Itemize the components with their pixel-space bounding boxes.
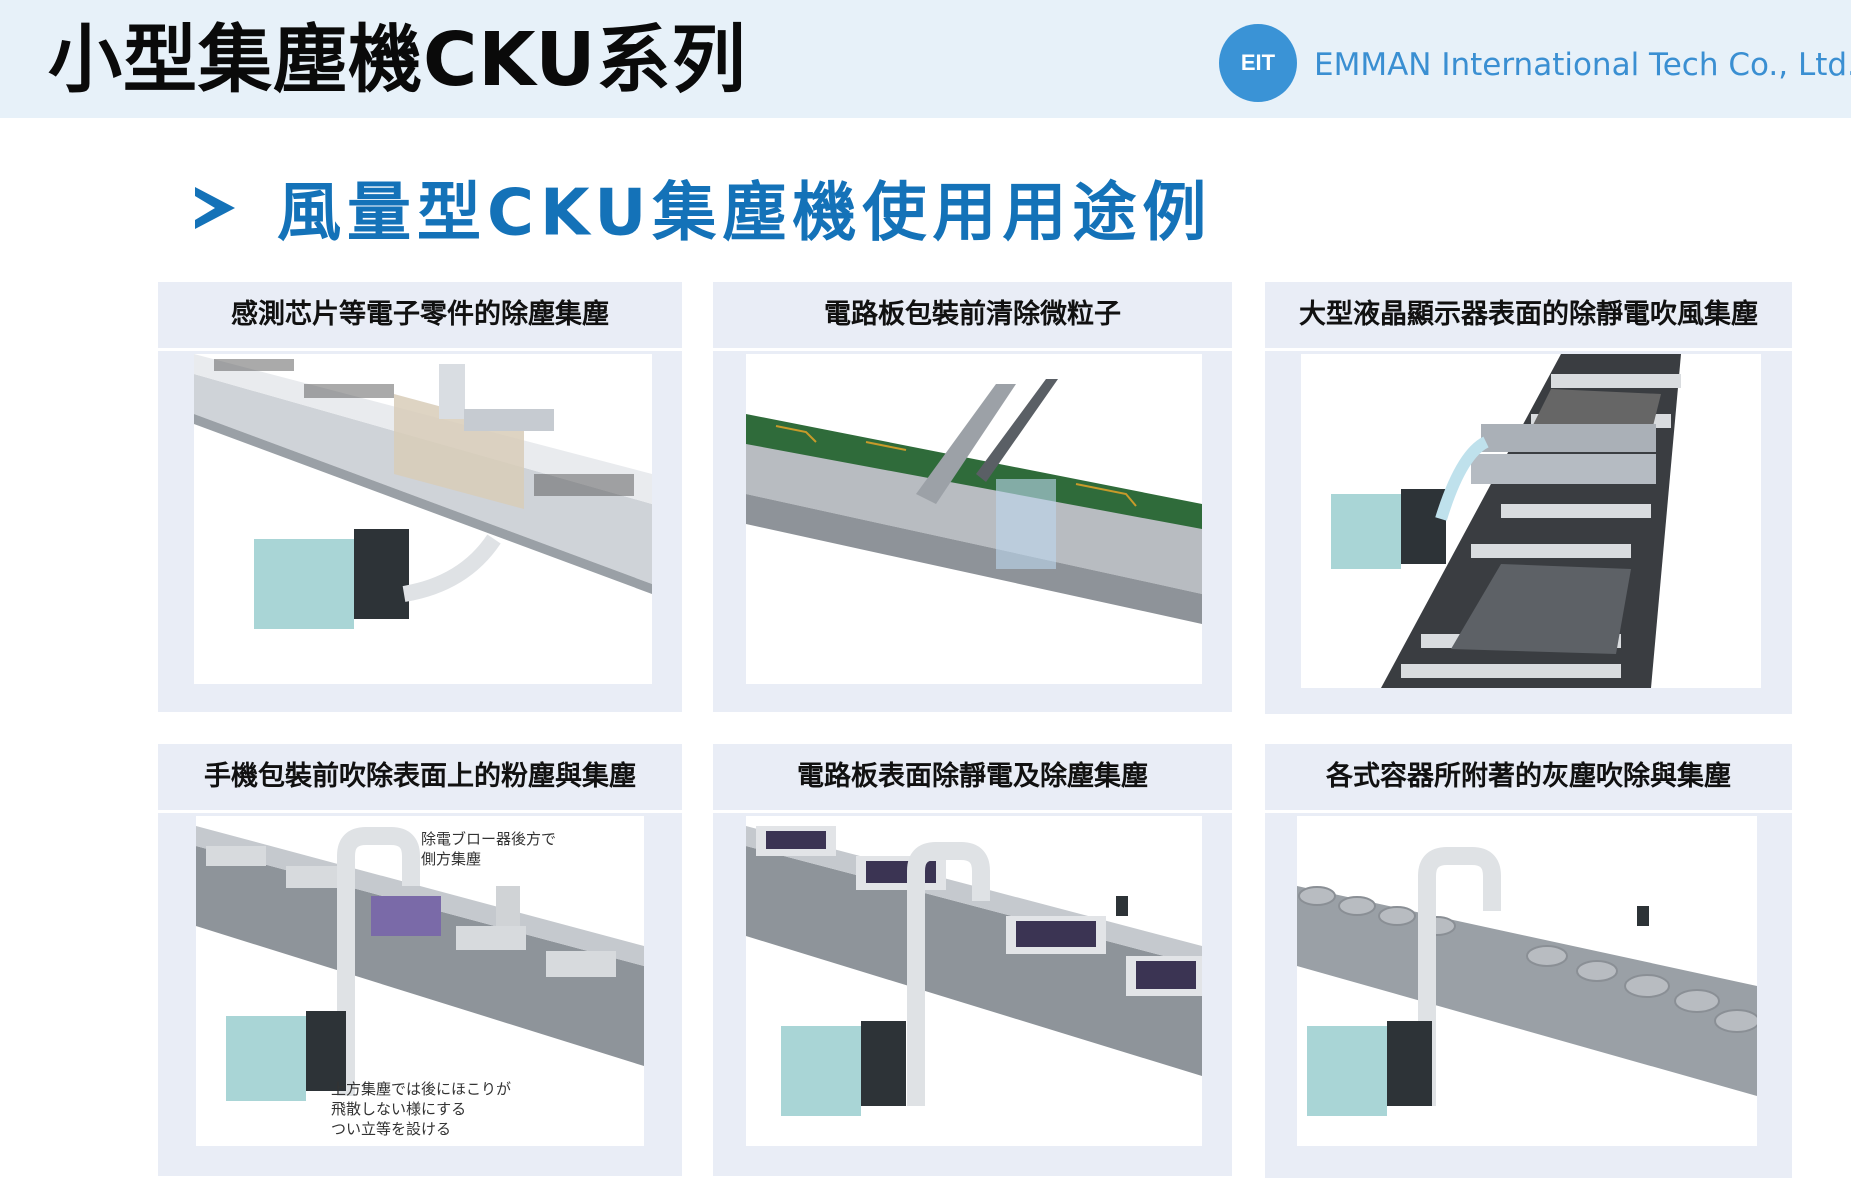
pcb-static-graphic bbox=[746, 826, 1202, 1116]
panel-sensor-chip: 感測芯片等電子零件的除塵集塵 bbox=[158, 282, 682, 712]
panel-label: 大型液晶顯示器表面的除靜電吹風集塵 bbox=[1265, 282, 1792, 351]
lcd-roller-illustration bbox=[1301, 354, 1761, 688]
note-top-collection-3: つい立等を設ける bbox=[331, 1120, 451, 1138]
note-side-collection-1: 除電ブロー器後方で bbox=[421, 830, 556, 848]
pcb-conveyor-graphic bbox=[746, 379, 1202, 624]
container-graphic bbox=[1297, 847, 1757, 1116]
note-top-collection-2: 飛散しない様にする bbox=[331, 1100, 466, 1118]
note-top-collection-1: 上方集塵では後にほこりが bbox=[331, 1080, 511, 1098]
phone-conveyor-graphic: 除電ブロー器後方で 側方集塵 上方集塵では後にほこりが 飛散しない様にする つい… bbox=[196, 826, 644, 1138]
pcb-conveyor-illustration bbox=[746, 354, 1202, 684]
panel-label: 各式容器所附著的灰塵吹除與集塵 bbox=[1265, 744, 1792, 813]
panel-label: 電路板包裝前清除微粒子 bbox=[713, 282, 1232, 351]
page-title: 小型集塵機CKU系列 bbox=[48, 17, 747, 103]
arrow-bullet-icon bbox=[195, 186, 235, 229]
pcb-static-illustration bbox=[746, 816, 1202, 1146]
panel-container-dust: 各式容器所附著的灰塵吹除與集塵 bbox=[1265, 744, 1792, 1178]
panel-label: 電路板表面除靜電及除塵集塵 bbox=[713, 744, 1232, 813]
company-logo: EIT bbox=[1219, 24, 1297, 102]
panel-label: 感測芯片等電子零件的除塵集塵 bbox=[158, 282, 682, 351]
conveyor-illustration bbox=[194, 354, 652, 684]
note-side-collection-2: 側方集塵 bbox=[421, 850, 481, 868]
lcd-roller-graphic bbox=[1331, 354, 1681, 688]
panel-pcb-cleaning: 電路板包裝前清除微粒子 bbox=[713, 282, 1232, 712]
company-name: EMMAN International Tech Co., Ltd. bbox=[1314, 47, 1851, 83]
header-bar: 小型集塵機CKU系列 EIT EMMAN International Tech … bbox=[0, 0, 1851, 118]
phone-conveyor-illustration: 除電ブロー器後方で 側方集塵 上方集塵では後にほこりが 飛散しない様にする つい… bbox=[196, 816, 644, 1146]
conveyor-chip-graphic bbox=[194, 354, 652, 629]
panel-lcd-static: 大型液晶顯示器表面的除靜電吹風集塵 bbox=[1265, 282, 1792, 714]
panel-label: 手機包裝前吹除表面上的粉塵與集塵 bbox=[158, 744, 682, 813]
panel-pcb-static: 電路板表面除靜電及除塵集塵 bbox=[713, 744, 1232, 1176]
section-heading: 風量型CKU集塵機使用用途例 bbox=[195, 168, 1212, 258]
section-title-text: 風量型CKU集塵機使用用途例 bbox=[277, 176, 1213, 251]
container-illustration bbox=[1297, 816, 1757, 1146]
panel-phone-packaging: 手機包裝前吹除表面上的粉塵與集塵 除電ブロー器後方で 側方集塵 上方集塵では後に… bbox=[158, 744, 682, 1176]
